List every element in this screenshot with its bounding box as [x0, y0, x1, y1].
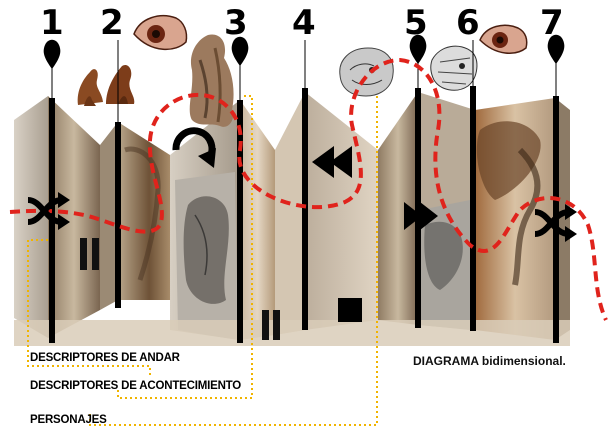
- label-personajes: PERSONAJES: [30, 414, 107, 426]
- station-number-4: 4: [292, 3, 316, 43]
- rewind-icon: [312, 146, 352, 178]
- dotted-connectors: [27, 95, 378, 426]
- station-number-7: 7: [540, 3, 564, 43]
- pause-icon: [262, 310, 280, 340]
- creature-sketch-5: [430, 45, 478, 91]
- panel-illustrations: [124, 121, 541, 304]
- eye-icon: [479, 24, 528, 54]
- station-number-5: 5: [404, 3, 428, 43]
- station-number-2: 2: [100, 3, 124, 43]
- repeat-icon: [172, 127, 216, 168]
- narrative-path: [9, 57, 608, 321]
- stop-icon: [338, 298, 362, 322]
- pin-icon: [231, 36, 249, 66]
- shuffle-icon: [27, 192, 70, 230]
- station-number-1: 1: [40, 3, 64, 43]
- label-descriptores-andar: DESCRIPTORES DE ANDAR: [30, 352, 180, 364]
- label-descriptores-acontecimiento: DESCRIPTORES DE ACONTECIMIENTO: [30, 380, 242, 392]
- eye-icon: [133, 14, 188, 51]
- station-number-6: 6: [456, 3, 480, 43]
- station-number-3: 3: [224, 3, 248, 43]
- shuffle-icon: [534, 204, 577, 242]
- diagram-title: DIAGRAMA bidimensional.: [413, 354, 566, 368]
- pin-icon: [409, 34, 427, 64]
- pause-icon: [80, 238, 99, 270]
- pin-icon: [547, 34, 565, 64]
- creature-sketch-4: [339, 47, 394, 97]
- pin-icon: [43, 39, 61, 69]
- fast-forward-icon: [404, 202, 438, 230]
